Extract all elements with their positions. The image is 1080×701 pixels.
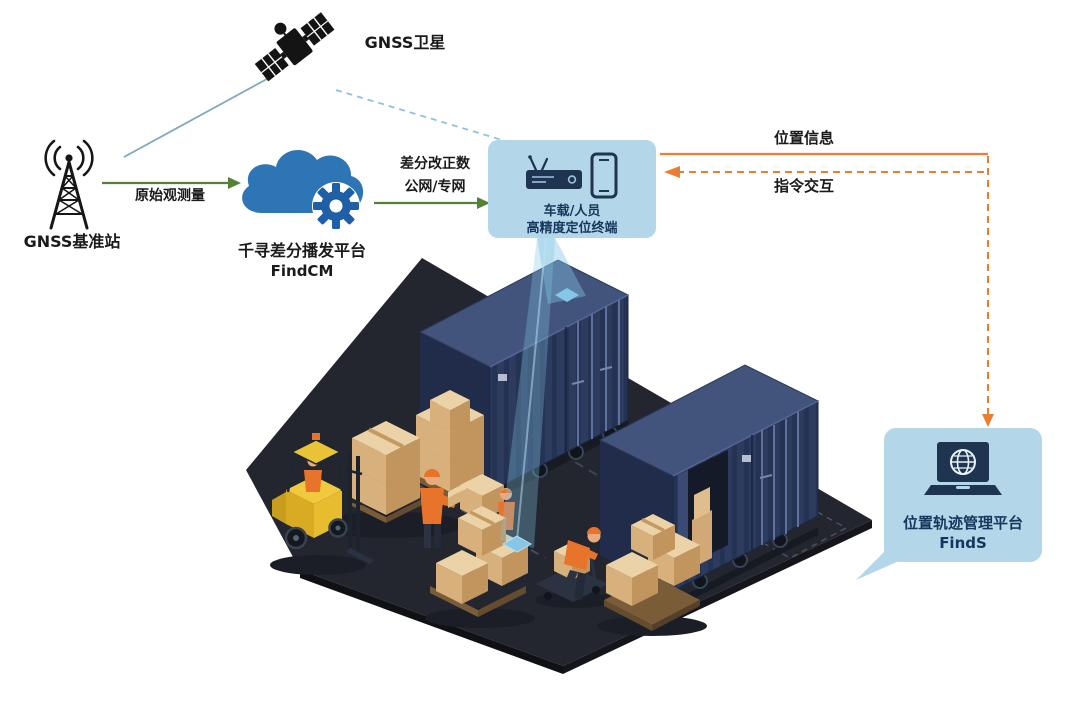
location-marker-diamond [555, 288, 579, 302]
vehicle-terminal-icon [524, 152, 620, 200]
container-1 [418, 259, 630, 502]
findcm-platform-name: 千寻差分播发平台 [237, 241, 366, 260]
corrections-label-line2: 公网/专网 [404, 179, 466, 195]
command-interaction-label: 指令交互 [773, 177, 834, 195]
satellite-label: GNSS卫星 [364, 33, 446, 52]
satellite-to-station-line [123, 73, 277, 158]
terminal-label-line2: 高精度定位终端 [526, 221, 618, 236]
smartphone-icon [590, 152, 618, 199]
worker-1 [420, 469, 466, 548]
pallet-right [604, 514, 700, 631]
worker-3 [560, 527, 601, 600]
location-marker-diamond [501, 535, 533, 553]
base-station-label: GNSS基准站 [23, 232, 121, 251]
corrections-label-line1: 差分改正数 [400, 156, 470, 172]
finds-product-name: FindS [939, 534, 987, 552]
radio-tower-icon [26, 138, 114, 232]
forklift [272, 433, 374, 564]
laptop-globe-icon [923, 440, 1003, 504]
warehouse-scene [246, 237, 872, 674]
finds-platform-name: 位置轨迹管理平台 [902, 514, 1023, 532]
findcm-product-name: FindCM [270, 262, 334, 280]
pallet-center [430, 506, 528, 617]
command-interaction-line [664, 166, 984, 178]
terminal-label-line1: 车载/人员 [543, 204, 601, 219]
pallet-stacks [350, 390, 504, 523]
cloud-gear-icon [230, 133, 372, 235]
satellite-to-terminal-dashed-line [335, 89, 513, 144]
positioning-beams [500, 237, 586, 553]
satellite-icon [248, 4, 340, 88]
finds-platform-node: 位置轨迹管理平台 FindS [884, 428, 1042, 562]
position-info-label: 位置信息 [773, 129, 834, 147]
raw-observation-label: 原始观测量 [135, 188, 205, 204]
corrections-arrow [374, 197, 490, 209]
position-info-line [660, 152, 994, 427]
terminal-node: 车载/人员 高精度定位终端 [488, 140, 656, 238]
raw-observation-arrow [102, 177, 241, 189]
